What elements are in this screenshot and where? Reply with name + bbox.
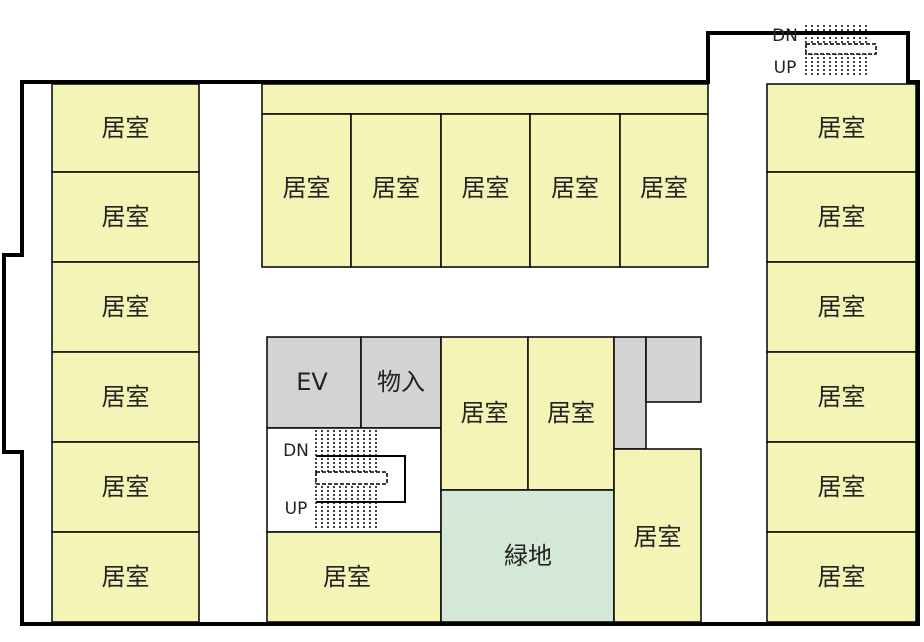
room-label: 居室 [102,563,150,591]
central-block [266,336,702,623]
room [766,531,917,623]
left-room-column [51,83,200,623]
stair-down-label: DN [772,26,798,46]
room-labels: 居室 居室 居室 居室 居室 居室 居室 居室 居室 居室 居室 居室 居室 居… [102,26,866,591]
room-label: 居室 [818,293,866,321]
room-label: 居室 [102,203,150,231]
room [619,113,709,268]
stair-down-label: DN [283,441,309,461]
green-space [440,489,615,623]
room-label: 居室 [551,174,599,202]
utility-strip [613,336,647,450]
room [51,83,200,173]
stair-icon [315,430,406,529]
room-label: 居室 [640,174,688,202]
room-label: 居室 [283,174,331,202]
stair-up-label: UP [285,499,308,519]
room [51,441,200,533]
room-label: 居室 [634,523,682,551]
room [51,531,200,623]
room [613,448,702,623]
stair-up-label: UP [774,58,797,78]
room [766,441,917,533]
stair-icon [805,25,877,76]
room-label: 居室 [547,399,595,427]
room [261,113,352,268]
room-label: 居室 [818,203,866,231]
room-label: 居室 [102,293,150,321]
room [350,113,442,268]
room-label: 居室 [102,473,150,501]
utility-box [645,336,702,403]
room-label: 居室 [462,174,510,202]
room [440,336,529,491]
right-room-column [766,83,917,623]
storage-label: 物入 [377,368,425,396]
room [766,171,917,263]
room-label: 居室 [102,383,150,411]
room-label: 居室 [102,114,150,142]
room-label: 居室 [323,563,371,591]
room [527,336,615,491]
room [51,351,200,443]
room-label: 居室 [818,114,866,142]
room [440,113,531,268]
room-label: 居室 [818,383,866,411]
room-label: 居室 [818,473,866,501]
elevator-label: EV [296,368,328,396]
room [529,113,621,268]
room [766,83,917,173]
room-label: 居室 [461,399,509,427]
room-label: 居室 [372,174,420,202]
storage [360,336,442,429]
room-label: 居室 [818,563,866,591]
room [51,261,200,353]
top-room-block [261,83,709,268]
room [266,531,442,623]
room [766,261,917,353]
top-strip [261,83,709,115]
green-space-label: 緑地 [504,542,552,570]
